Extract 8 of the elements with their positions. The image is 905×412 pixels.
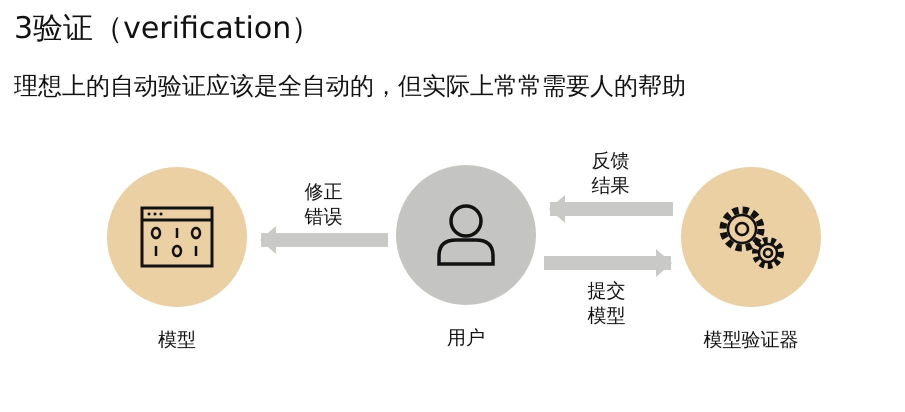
- node-label: 模型: [157, 328, 197, 353]
- node-label: 用户: [446, 326, 486, 351]
- description-text: 理想上的自动验证应该是全自动的，但实际上常常需要人的帮助: [14, 71, 686, 102]
- node-label: 模型验证器: [702, 328, 800, 353]
- arrow: [544, 249, 672, 277]
- arrow: [549, 195, 673, 223]
- arrow: [260, 226, 388, 254]
- title: 3验证（verification）: [14, 10, 322, 48]
